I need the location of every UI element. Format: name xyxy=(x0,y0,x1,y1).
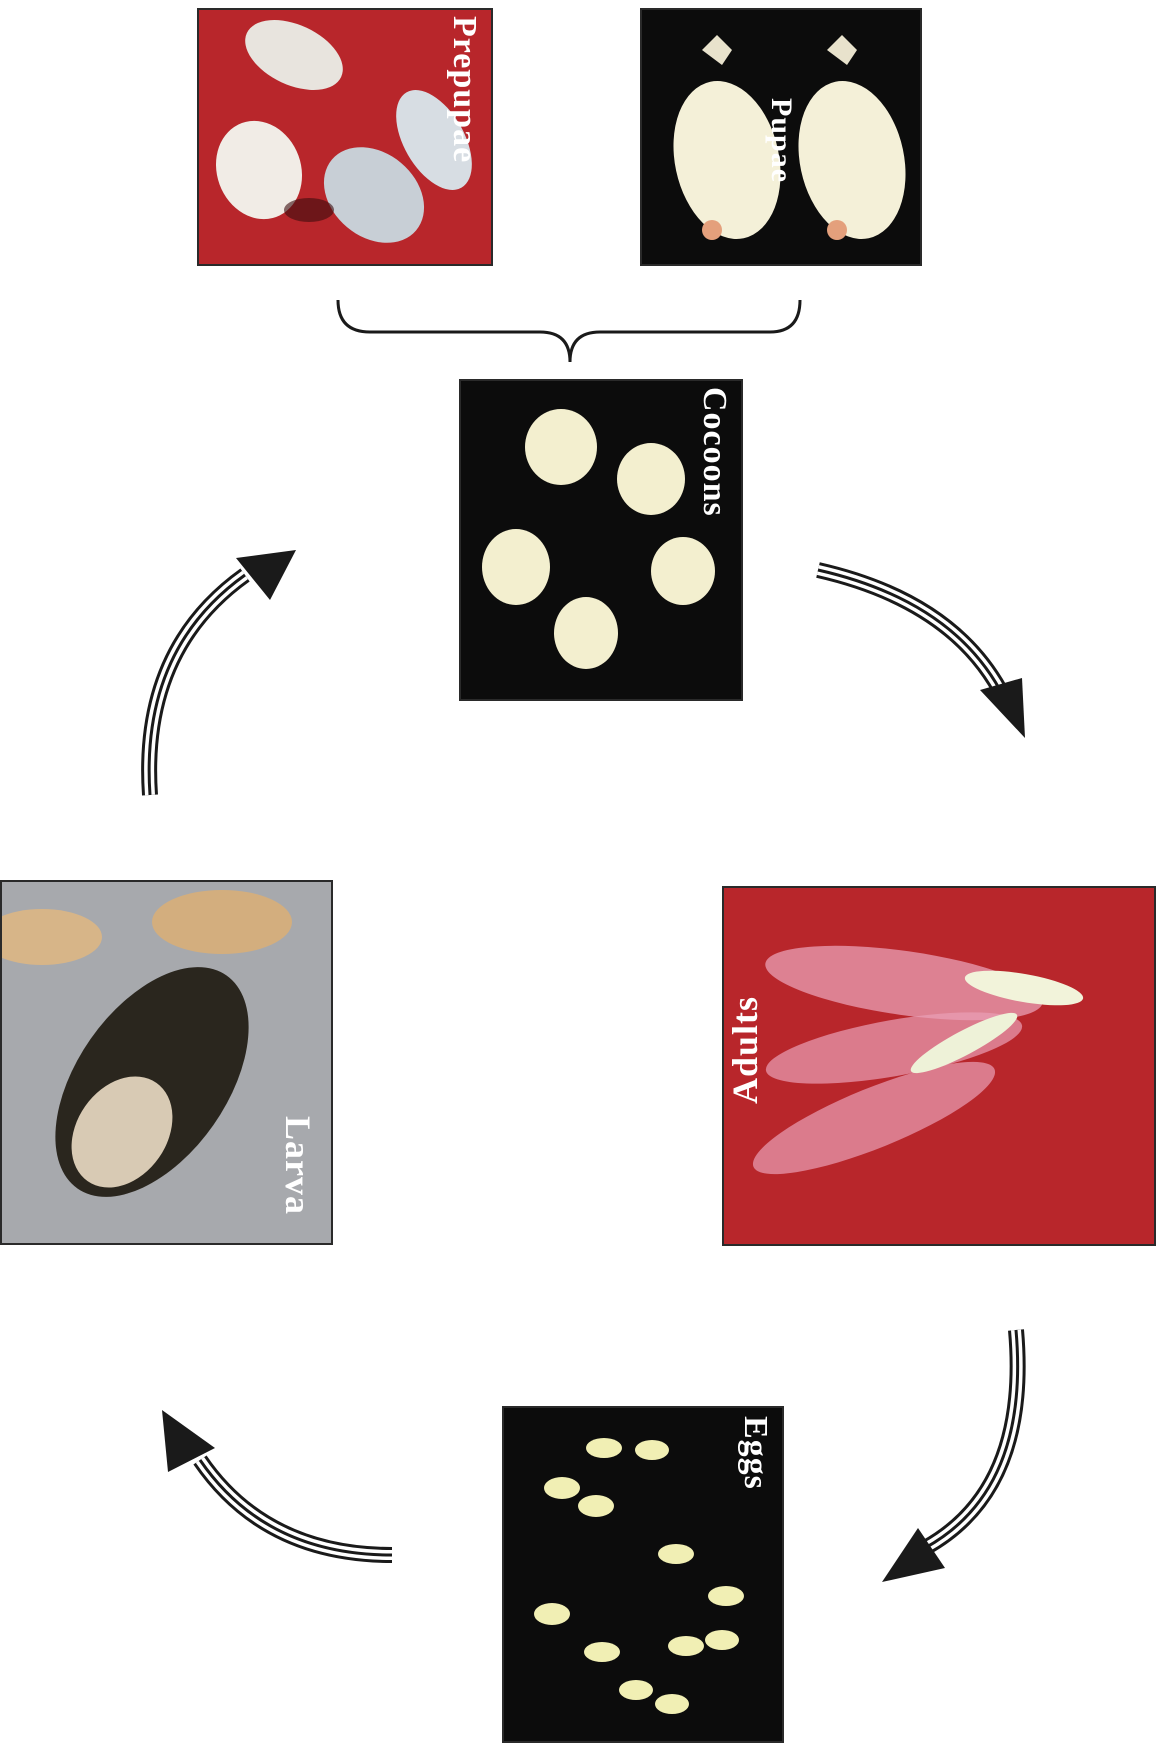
grouping-brace xyxy=(338,300,800,362)
arrow-adults-to-eggs xyxy=(882,1330,1018,1582)
arrow-larva-to-cocoons xyxy=(149,550,296,795)
arrow-cocoons-to-adults xyxy=(818,570,1025,738)
arrow-eggs-to-larva xyxy=(162,1410,392,1555)
